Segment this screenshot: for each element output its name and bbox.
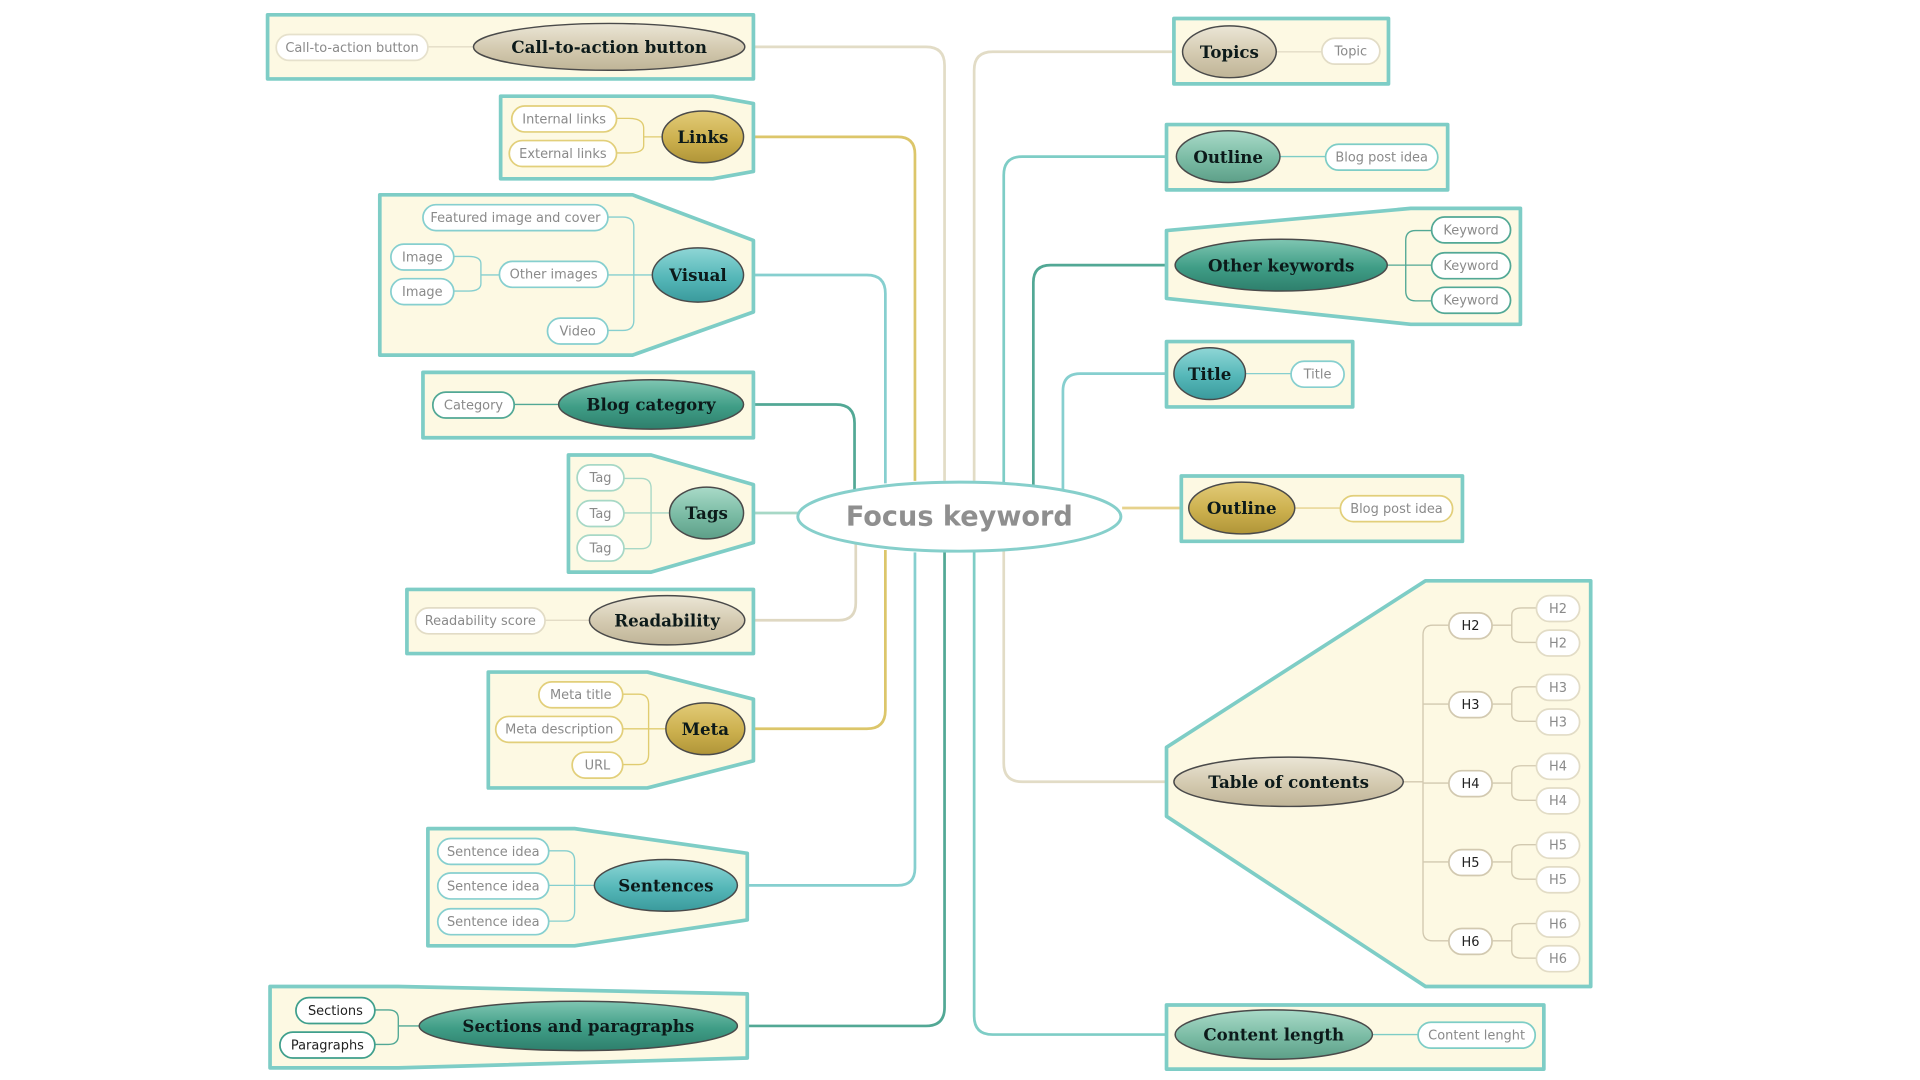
central-topic[interactable] xyxy=(796,480,1123,553)
leaf-tag-3 xyxy=(576,534,625,562)
branch-title[interactable] xyxy=(1173,346,1247,401)
connector-cta xyxy=(754,45,946,481)
connector-visual xyxy=(754,273,887,484)
leaf-h6-child-2 xyxy=(1535,944,1581,973)
leaf-blog-post-idea-2 xyxy=(1339,494,1454,523)
leaf-topic xyxy=(1321,37,1381,65)
leaf-h3 xyxy=(1448,690,1493,719)
leaf-url xyxy=(571,751,624,779)
leaf-h3-child-1 xyxy=(1535,673,1581,702)
leaf-tag-1 xyxy=(576,464,625,492)
connector-meta xyxy=(754,549,887,731)
leaf-category xyxy=(431,391,516,419)
leaf-readability-score xyxy=(414,607,546,635)
leaf-h3-child-2 xyxy=(1535,708,1581,736)
leaf-sentence-3 xyxy=(436,907,550,936)
connector-topics xyxy=(972,50,1174,481)
branch-sections[interactable] xyxy=(418,1000,739,1052)
leaf-h4-child-2 xyxy=(1535,787,1581,815)
branch-tags[interactable] xyxy=(668,486,745,540)
branch-visual[interactable] xyxy=(651,247,745,303)
leaf-image-2 xyxy=(390,277,455,306)
leaf-paragraphs xyxy=(279,1031,376,1059)
branch-outline-1[interactable] xyxy=(1175,129,1281,184)
connector-sections xyxy=(747,552,946,1028)
leaf-keyword-3 xyxy=(1430,286,1512,315)
leaf-video xyxy=(546,317,609,345)
connector-blog-category xyxy=(754,403,856,491)
leaf-h2-child-1 xyxy=(1535,594,1581,623)
leaf-featured-image xyxy=(422,203,609,232)
connector-toc xyxy=(1002,549,1167,784)
leaf-sections xyxy=(295,996,376,1025)
branch-meta[interactable] xyxy=(665,702,746,756)
leaf-h6 xyxy=(1448,927,1493,956)
leaf-h2-child-2 xyxy=(1535,629,1581,657)
leaf-tag-2 xyxy=(576,499,625,528)
branch-outline-2[interactable] xyxy=(1187,481,1296,535)
leaf-h5-child-1 xyxy=(1535,831,1581,860)
leaf-sentence-2 xyxy=(436,872,550,900)
leaf-sentence-1 xyxy=(436,837,550,866)
leaf-h4 xyxy=(1448,769,1493,798)
leaf-h5 xyxy=(1448,848,1493,877)
branch-other-keywords[interactable] xyxy=(1174,238,1388,292)
connector-links xyxy=(754,135,917,481)
connector-title xyxy=(1061,372,1167,494)
leaf-title xyxy=(1290,360,1345,389)
branch-toc[interactable] xyxy=(1173,756,1405,808)
leaf-h2 xyxy=(1448,611,1493,640)
leaf-image-1 xyxy=(390,243,455,271)
leaf-cta xyxy=(275,33,429,62)
leaf-meta-description xyxy=(494,715,624,744)
connector-other-keywords xyxy=(1031,263,1167,489)
branch-blog-category[interactable] xyxy=(557,379,745,430)
branch-cta[interactable] xyxy=(472,22,746,72)
leaf-content-lenght xyxy=(1417,1021,1537,1049)
branch-links[interactable] xyxy=(661,110,745,164)
leaf-meta-title xyxy=(538,681,624,709)
branch-readability[interactable] xyxy=(588,594,746,646)
leaf-h4-child-1 xyxy=(1535,752,1581,781)
leaf-internal-links xyxy=(510,105,618,133)
leaf-keyword-1 xyxy=(1430,216,1512,244)
connector-readability xyxy=(754,542,858,622)
leaf-h5-child-2 xyxy=(1535,866,1581,894)
connector-outline-1 xyxy=(1002,155,1167,484)
leaf-h6-child-1 xyxy=(1535,910,1581,939)
branch-content-length[interactable] xyxy=(1174,1009,1374,1060)
leaf-blog-post-idea-1 xyxy=(1324,143,1439,172)
branch-topics[interactable] xyxy=(1181,25,1277,79)
branch-sentences[interactable] xyxy=(593,858,739,913)
connector-content-length xyxy=(972,552,1167,1036)
leaf-other-images xyxy=(498,260,609,289)
connector-sentences xyxy=(747,552,917,887)
leaf-external-links xyxy=(508,139,618,168)
leaf-keyword-2 xyxy=(1430,251,1512,280)
